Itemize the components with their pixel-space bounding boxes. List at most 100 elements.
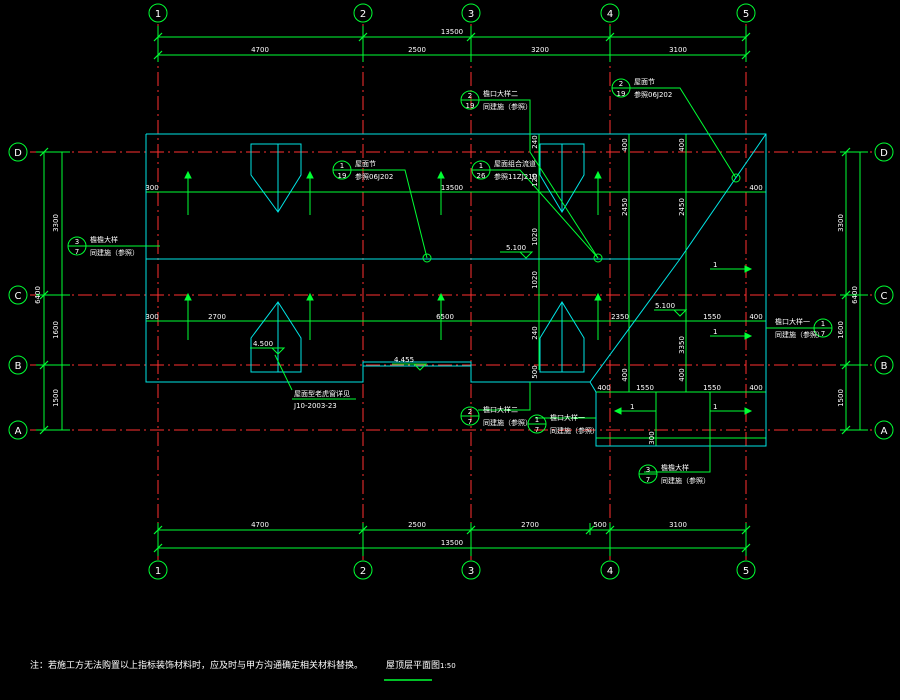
dim-bottom-total: 13500 — [441, 539, 463, 547]
callout-4-title: 屋面组合流道 — [494, 159, 536, 168]
dimension-lines — [36, 26, 868, 556]
slope-arrows — [184, 170, 753, 415]
axis-label-bottom-2: 2 — [360, 566, 366, 577]
callout-3-sheet: 19 — [338, 172, 347, 180]
dim-400-low-l: 400 — [597, 384, 610, 392]
axis-bubbles — [8, 3, 894, 580]
callout-5-title: 檐檐大样 — [90, 235, 118, 244]
axis-label-bottom-1: 1 — [155, 566, 161, 577]
callout-texts: 2 19 檐口大样二 同建施（参照） 2 19 屋面节 参照06J202 1 1… — [75, 78, 825, 485]
dim-top-seg-2: 2500 — [408, 46, 426, 54]
callout-4-sheet: 26 — [477, 172, 486, 180]
callout-6-ref: 同建施（参照） — [775, 330, 824, 339]
dim-3350: 3350 — [678, 336, 686, 354]
slope-label-1: 1 — [713, 261, 717, 269]
callout-2-sheet: 19 — [617, 90, 626, 98]
dim-1550-a: 1550 — [636, 384, 654, 392]
roof-perimeter — [145, 133, 767, 447]
dim-300-low: 300 — [648, 431, 656, 444]
dim-500: 500 — [531, 365, 539, 378]
callout-7-title: 檐口大样二 — [483, 405, 518, 414]
axis-lines — [30, 24, 872, 560]
axis-label-top-5: 5 — [743, 9, 749, 20]
dim-1550-right: 1550 — [703, 313, 721, 321]
dim-400-top-a: 400 — [621, 138, 629, 151]
axis-label-right-C: C — [881, 291, 888, 302]
building-outline — [145, 133, 767, 447]
dim-2700: 2700 — [208, 313, 226, 321]
callout-8-num: 1 — [535, 416, 539, 424]
dim-240-b: 240 — [531, 326, 539, 339]
axis-label-bottom-5: 5 — [743, 566, 749, 577]
callout-1-title: 檐口大样二 — [483, 89, 518, 98]
slope-labels: 1 1 1 1 — [630, 261, 717, 411]
detail-callouts — [67, 78, 833, 484]
axis-label-top-2: 2 — [360, 9, 366, 20]
axis-label-top-1: 1 — [155, 9, 161, 20]
drawing-scale: 1:50 — [440, 662, 456, 670]
callout-9-ref: 同建施（参照） — [661, 476, 710, 485]
callout-9-title: 檐檐大样 — [661, 463, 689, 472]
elevation-5100-a: 5.100 — [506, 244, 526, 252]
dim-bottom-seg-4: 500 — [593, 521, 606, 529]
dimension-texts: 13500 4700 2500 3200 3100 4700 2500 2700… — [34, 28, 859, 547]
dim-top-seg-4: 3100 — [669, 46, 687, 54]
callout-3-ref: 参照06J202 — [355, 172, 393, 181]
slope-label-3: 1 — [630, 403, 634, 411]
general-note: 注：若施工方无法购置以上指标装饰材料时，应及时与甲方沟通确定相关材料替换。 — [30, 659, 363, 671]
dim-top-seg-3: 3200 — [531, 46, 549, 54]
callout-8-title: 檐口大样一 — [550, 413, 585, 422]
elevation-marks: 5.100 5.100 4.500 4.455 — [250, 244, 688, 371]
dormer-ref-title: 屋面型老虎窗详见 — [294, 389, 350, 398]
leader-lines — [84, 87, 818, 473]
dim-400-v2: 400 — [678, 368, 686, 381]
axis-label-right-D: D — [880, 148, 888, 159]
dim-400-right-c: 400 — [749, 313, 762, 321]
dormer-top-right — [539, 143, 585, 213]
leader-points — [422, 173, 741, 263]
dim-400-top-b: 400 — [678, 138, 686, 151]
slope-label-2: 1 — [713, 328, 717, 336]
elevation-5100-b: 5.100 — [655, 302, 675, 310]
dim-300-mid: 300 — [145, 313, 158, 321]
dormer-ref-code: J10-2003-23 — [293, 402, 337, 410]
callout-3-title: 屋面节 — [355, 160, 376, 168]
dormer-top-left — [250, 143, 302, 213]
callout-8-sheet: 7 — [535, 426, 539, 434]
axis-label-left-D: D — [14, 148, 22, 159]
callout-7-sheet: 7 — [468, 418, 472, 426]
callout-1-sheet: 19 — [466, 102, 475, 110]
dim-top-seg-1: 4700 — [251, 46, 269, 54]
dim-bottom-seg-3: 2700 — [521, 521, 539, 529]
dormer-bottom-left — [250, 301, 302, 373]
dormer-bottom-right — [539, 301, 585, 373]
callout-2-title: 屋面节 — [634, 78, 655, 86]
dim-2350: 2350 — [611, 313, 629, 321]
hip-line — [589, 258, 681, 383]
dim-1550-b: 1550 — [703, 384, 721, 392]
dim-bottom-seg-2: 2500 — [408, 521, 426, 529]
dim-240-a: 240 — [531, 135, 539, 148]
dim-left-seg-2: 1600 — [52, 321, 60, 339]
axis-label-right-B: B — [881, 361, 888, 372]
dim-300-top: 300 — [145, 184, 158, 192]
callout-9-num: 3 — [646, 466, 650, 474]
callout-4-ref: 参照11ZJ210 — [494, 172, 537, 181]
dim-bottom-seg-5: 3100 — [669, 521, 687, 529]
callout-5-num: 3 — [75, 238, 79, 246]
axis-label-left-B: B — [15, 361, 22, 372]
dim-120: 120 — [531, 173, 539, 186]
dim-top-total: 13500 — [441, 28, 463, 36]
callout-5-sheet: 7 — [75, 248, 79, 256]
dim-right-seg-1: 3300 — [837, 214, 845, 232]
axis-label-top-4: 4 — [607, 9, 613, 20]
slope-label-4: 1 — [713, 403, 717, 411]
callout-4-num: 1 — [479, 162, 483, 170]
callout-5-ref: 同建施（参照） — [90, 248, 139, 257]
axis-label-top-3: 3 — [468, 9, 474, 20]
dim-400-right-d: 400 — [749, 184, 762, 192]
callout-9-sheet: 7 — [646, 476, 650, 484]
dim-left-total: 6400 — [34, 286, 42, 304]
dim-left-seg-1: 3300 — [52, 214, 60, 232]
